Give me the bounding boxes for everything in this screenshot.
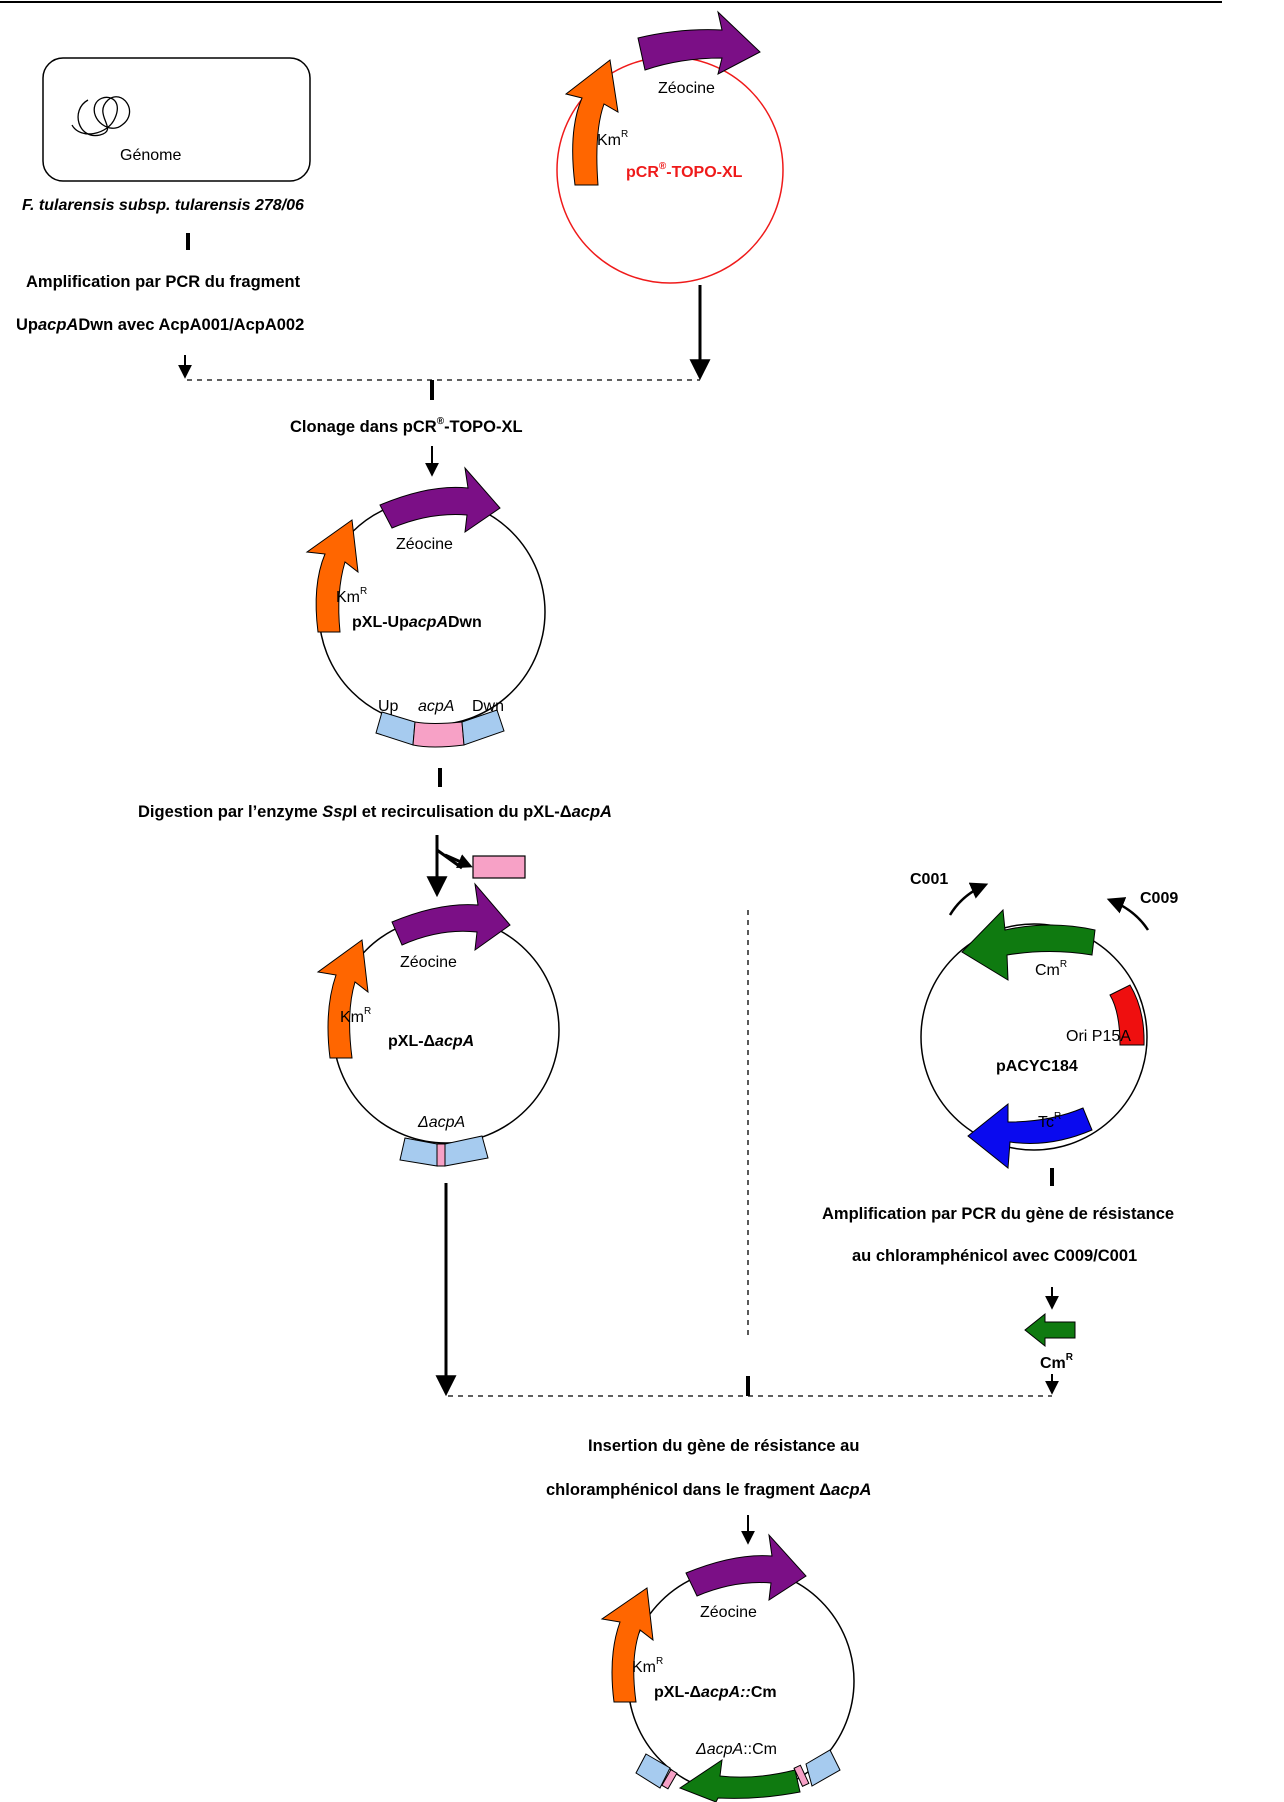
final-name: pXL-ΔacpA::Cm bbox=[654, 1684, 777, 1701]
upacp-name: pXL-UpacpADwn bbox=[352, 614, 482, 631]
excision-arrow bbox=[435, 835, 463, 890]
primer-c001-label: C001 bbox=[910, 871, 948, 888]
upacp-zeocine-label: Zéocine bbox=[396, 536, 453, 553]
primer-c009-label: C009 bbox=[1140, 890, 1178, 907]
final-zeocine-label: Zéocine bbox=[700, 1604, 757, 1621]
acpa-remnant bbox=[436, 1143, 446, 1167]
kmr-arrow bbox=[316, 939, 369, 1059]
kmr-arrow bbox=[600, 1587, 654, 1703]
genome-icon bbox=[71, 96, 131, 137]
plasmid-delta-circle bbox=[332, 916, 560, 1144]
excised-acpa-fragment bbox=[472, 855, 526, 879]
pacyc-ori-label: Ori P15A bbox=[1066, 1028, 1131, 1045]
pacyc-name: pACYC184 bbox=[996, 1058, 1078, 1075]
clonage-step: Clonage dans pCR®-TOPO-XL bbox=[290, 416, 523, 436]
cm-fragment-label: CmR bbox=[1040, 1352, 1074, 1372]
cm-insert-arrow bbox=[678, 1758, 801, 1802]
plasmid-upacpadwn: Zéocine KmR pXL-UpacpADwn Up acpA Dwn bbox=[305, 466, 546, 748]
plasmid-pacyc-circle bbox=[920, 923, 1148, 1151]
dwn-region bbox=[461, 709, 505, 746]
up-region bbox=[635, 1753, 671, 1789]
final-insert-label: ΔacpA::Cm bbox=[695, 1741, 777, 1758]
topo-name: pCR®-TOPO-XL bbox=[626, 161, 743, 181]
acpa-region bbox=[412, 721, 465, 748]
cm-fragment-arrow bbox=[1024, 1312, 1076, 1348]
pcr-step-line1: Amplification par PCR du fragment bbox=[26, 273, 301, 291]
pcr-step-line2: UpacpADwn avec AcpA001/AcpA002 bbox=[16, 316, 304, 334]
plasmid-delta: Zéocine KmR pXL-ΔacpA ΔacpA bbox=[316, 882, 560, 1167]
pacyc-cm-label: CmR bbox=[1035, 959, 1067, 979]
acpa-remnant-right bbox=[793, 1764, 810, 1787]
topo-km-label: KmR bbox=[597, 129, 628, 149]
zeocine-arrow bbox=[391, 882, 511, 952]
cm-pcr-line2: au chloramphénicol avec C009/C001 bbox=[852, 1247, 1137, 1265]
delta-insert-label: ΔacpA bbox=[417, 1114, 465, 1131]
plasmid-final: Zéocine KmR pXL-ΔacpA::Cm ΔacpA::Cm bbox=[600, 1533, 855, 1802]
ori-region bbox=[1109, 984, 1145, 1046]
insertion-line2: chloramphénicol dans le fragment ΔacpA bbox=[546, 1481, 871, 1499]
dwn-label: Dwn bbox=[472, 698, 504, 715]
dwn-region bbox=[805, 1749, 841, 1787]
genome-box: Génome bbox=[42, 57, 311, 182]
tcr-arrow bbox=[967, 1102, 1093, 1169]
zeocine-arrow bbox=[685, 1533, 807, 1601]
pacyc-tc-label: TcR bbox=[1038, 1111, 1061, 1131]
digestion-step: Digestion par l’enzyme SspI et recirculi… bbox=[138, 803, 612, 821]
genome-label: Génome bbox=[120, 147, 181, 164]
kmr-arrow bbox=[305, 519, 359, 633]
delta-name: pXL-ΔacpA bbox=[388, 1033, 474, 1050]
final-km-label: KmR bbox=[632, 1656, 663, 1676]
up-label: Up bbox=[378, 698, 399, 715]
acpa-label: acpA bbox=[418, 698, 454, 715]
kmr-arrow bbox=[564, 59, 619, 186]
insertion-line1: Insertion du gène de résistance au bbox=[588, 1437, 859, 1455]
strain-label: F. tularensis subsp. tularensis 278/06 bbox=[22, 197, 304, 214]
acpa-remnant-left bbox=[661, 1769, 678, 1790]
plasmid-pacyc: CmR Ori P15A pACYC184 TcR bbox=[920, 908, 1148, 1169]
zeocine-arrow bbox=[379, 466, 501, 534]
cmr-arrow bbox=[961, 908, 1096, 981]
delta-km-label: KmR bbox=[340, 1006, 371, 1026]
upacp-km-label: KmR bbox=[336, 586, 367, 606]
primer-c009-arrow bbox=[1106, 897, 1150, 931]
plasmid-topo: Zéocine KmR pCR®-TOPO-XL bbox=[556, 10, 784, 284]
delta-zeocine-label: Zéocine bbox=[400, 954, 457, 971]
zeocine-arrow bbox=[637, 10, 761, 75]
cm-pcr-line1: Amplification par PCR du gène de résista… bbox=[822, 1205, 1174, 1223]
topo-zeocine-label: Zéocine bbox=[658, 80, 715, 97]
primer-c001-arrow bbox=[948, 882, 989, 916]
dwn-region bbox=[444, 1135, 489, 1167]
